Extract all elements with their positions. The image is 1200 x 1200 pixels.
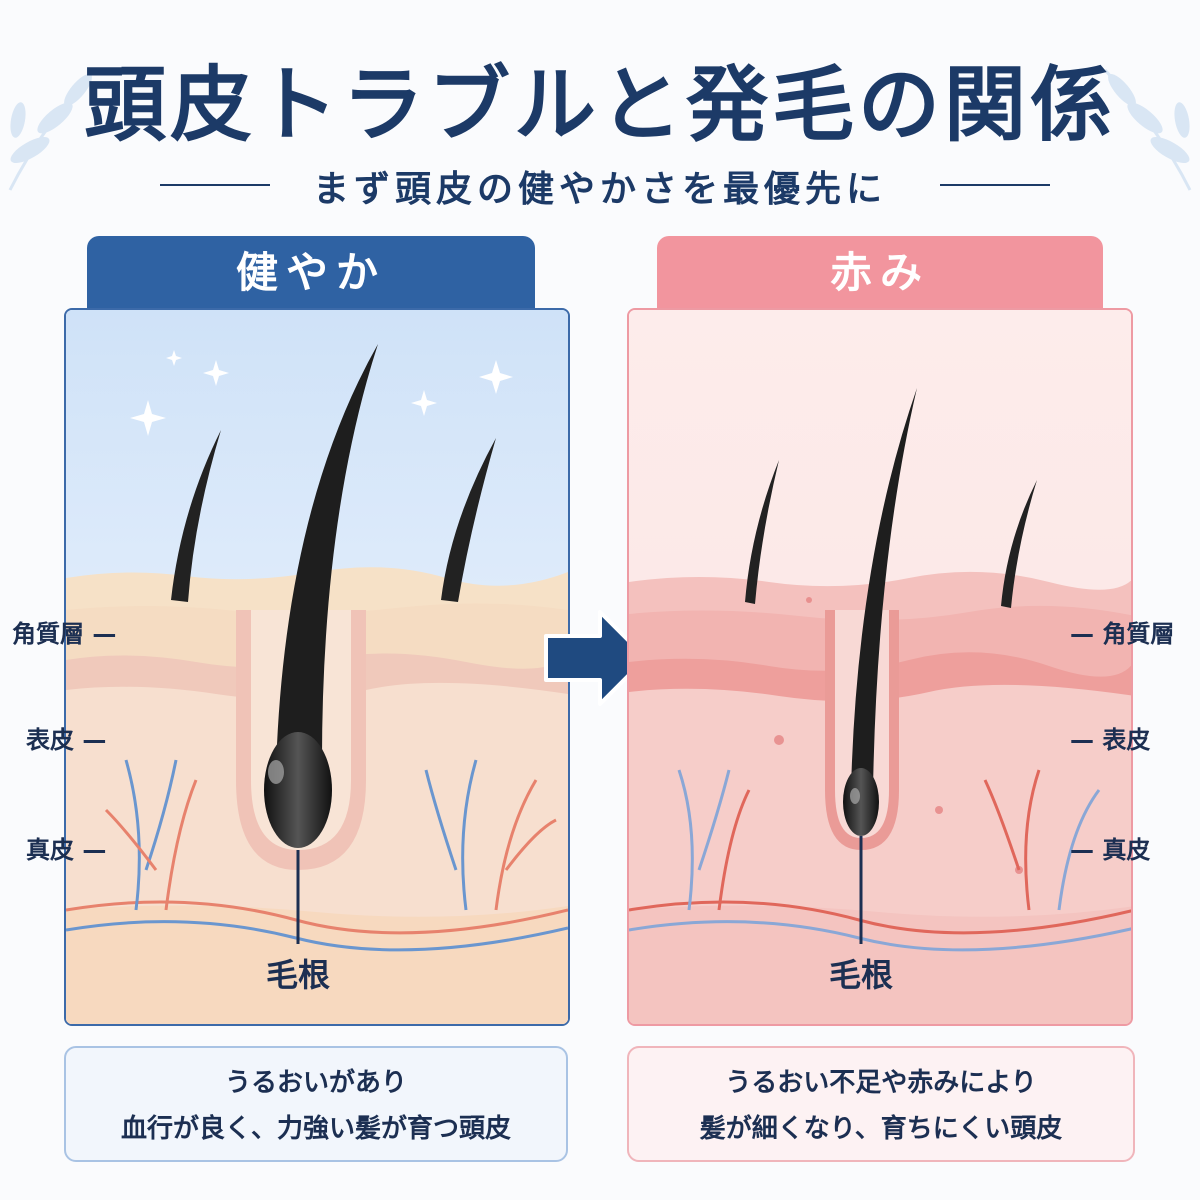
leaf-decoration-left-icon bbox=[8, 68, 97, 191]
stratum-corneum-label: — 角質層 bbox=[1070, 620, 1175, 648]
red-description: うるおい不足や赤みにより 髪が細くなり、育ちにくい頭皮 bbox=[627, 1046, 1135, 1162]
red-description-line: うるおい不足や赤みにより bbox=[725, 1068, 1037, 1098]
hair-root-label: 毛根 bbox=[265, 956, 330, 994]
subtitle-right-rule bbox=[940, 184, 1050, 186]
stratum-corneum-label: 角質層 — bbox=[12, 620, 117, 648]
red-scalp-panel: 毛根 bbox=[627, 308, 1133, 1026]
page-title: 頭皮トラブルと発毛の関係 bbox=[83, 58, 1116, 153]
dermis-label: 真皮 — bbox=[26, 836, 107, 864]
healthy-panel-tab: 健やか bbox=[87, 236, 535, 310]
healthy-description: うるおいがあり 血行が良く、力強い髪が育つ頭皮 bbox=[64, 1046, 568, 1162]
page-subtitle: まず頭皮の健やかさを最優先に bbox=[312, 169, 887, 210]
healthy-description-line: うるおいがあり bbox=[224, 1068, 407, 1098]
dermis-label: — 真皮 bbox=[1070, 836, 1151, 864]
right-arrow-icon bbox=[544, 610, 648, 706]
red-description-line: 髪が細くなり、育ちにくい頭皮 bbox=[699, 1114, 1063, 1144]
leaf-decoration-right-icon bbox=[1103, 68, 1192, 191]
sparkle-icon bbox=[130, 350, 513, 436]
epidermis-label: — 表皮 bbox=[1070, 726, 1151, 754]
subtitle-left-rule bbox=[160, 184, 270, 186]
epidermis-label: 表皮 — bbox=[26, 726, 107, 754]
healthy-description-line: 血行が良く、力強い髪が育つ頭皮 bbox=[120, 1114, 511, 1144]
healthy-scalp-illustration bbox=[66, 310, 568, 1024]
red-panel-tab: 赤み bbox=[657, 236, 1103, 310]
hair-root-label: 毛根 bbox=[828, 956, 893, 994]
subtitle-row: まず頭皮の健やかさを最優先に bbox=[0, 160, 1200, 210]
healthy-scalp-panel: 毛根 bbox=[64, 308, 570, 1026]
red-scalp-illustration bbox=[629, 310, 1131, 1024]
